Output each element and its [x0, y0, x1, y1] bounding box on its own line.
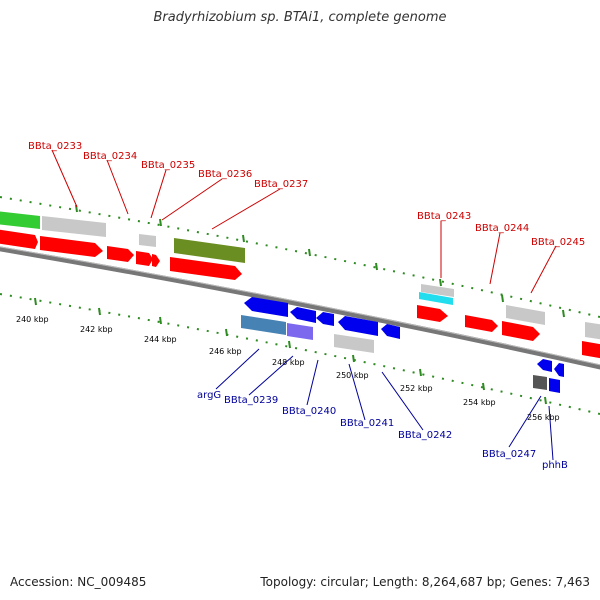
- scale-242kbp: 242 kbp: [80, 325, 113, 334]
- genome-backbone: [0, 246, 600, 370]
- label-bbta-0240: BBta_0240: [282, 406, 336, 417]
- label-bbta-0233: BBta_0233: [28, 141, 82, 152]
- scale-248kbp: 248 kbp: [272, 358, 305, 367]
- label-bbta-0245: BBta_0245: [531, 237, 585, 248]
- genome-backbone-highlight: [0, 246, 600, 366]
- gene-phhb-lower[interactable]: [549, 378, 560, 393]
- gene-bbta-0239-blue[interactable]: [290, 307, 316, 323]
- gene-bbta-0247-dark[interactable]: [533, 375, 547, 390]
- reverse-leader-lines: [215, 348, 554, 461]
- scale-246kbp: 246 kbp: [209, 347, 242, 356]
- label-bbta-0239: BBta_0239: [224, 395, 278, 406]
- gene-red-small-3[interactable]: [152, 254, 160, 267]
- forward-leader-lines: [51, 149, 557, 294]
- gene-bbta-0240-purple[interactable]: [287, 323, 313, 340]
- gene-green-upper[interactable]: [0, 211, 40, 229]
- gene-argg-blue[interactable]: [244, 297, 288, 317]
- gene-bbta-0243-red[interactable]: [417, 305, 448, 322]
- gene-bbta-0243-cyan[interactable]: [419, 292, 453, 305]
- label-bbta-0234: BBta_0234: [83, 151, 137, 162]
- gene-bbta-0240-blue-small[interactable]: [316, 312, 334, 326]
- map-title: Bradyrhizobium sp. BTAi1, complete genom…: [153, 10, 447, 25]
- gene-bbta-0237-olive[interactable]: [174, 238, 245, 263]
- label-bbta-0236: BBta_0236: [198, 169, 252, 180]
- genome-summary-text: Topology: circular; Length: 8,264,687 bp…: [260, 575, 590, 589]
- gene-bbta-0247-blue-1[interactable]: [537, 359, 552, 372]
- lower-major-ticks: [34, 297, 547, 405]
- gene-bbta-0245-grey[interactable]: [506, 305, 545, 325]
- gene-red-small-2[interactable]: [136, 251, 153, 266]
- label-bbta-0243: BBta_0243: [417, 211, 471, 222]
- gene-bbta-0235[interactable]: [139, 234, 156, 247]
- label-bbta-0247: BBta_0247: [482, 449, 536, 460]
- gene-phhb-blue[interactable]: [554, 363, 564, 377]
- upper-major-ticks: [75, 204, 565, 318]
- upper-tick-ring: [0, 196, 600, 318]
- scale-244kbp: 244 kbp: [144, 335, 177, 344]
- gene-bbta-0243-grey[interactable]: [421, 284, 454, 297]
- gene-right-grey[interactable]: [585, 322, 600, 340]
- gene-bbta-0241-blue[interactable]: [338, 316, 378, 336]
- label-bbta-0244: BBta_0244: [475, 223, 529, 234]
- accession-text: Accession: NC_009485: [10, 575, 147, 589]
- gene-bbta-0233-red[interactable]: [0, 229, 38, 249]
- gene-bbta-0244-red[interactable]: [465, 315, 498, 332]
- gene-bbta-0241-grey[interactable]: [334, 334, 374, 353]
- label-bbta-0242: BBta_0242: [398, 430, 452, 441]
- gene-bbta-0234[interactable]: [42, 216, 106, 237]
- scale-240kbp: 240 kbp: [16, 315, 49, 324]
- label-bbta-0241: BBta_0241: [340, 418, 394, 429]
- gene-bbta-0245-red[interactable]: [502, 321, 540, 341]
- scale-250kbp: 250 kbp: [336, 371, 369, 380]
- label-bbta-0237: BBta_0237: [254, 179, 308, 190]
- gene-bbta-0242-blue[interactable]: [381, 324, 400, 339]
- label-argg: argG: [197, 390, 221, 401]
- gene-red-small-1[interactable]: [107, 246, 134, 262]
- label-bbta-0235: BBta_0235: [141, 160, 195, 171]
- label-phhb: phhB: [542, 460, 568, 471]
- gene-bbta-0237-red[interactable]: [170, 257, 242, 280]
- gene-bbta-0234-red[interactable]: [40, 236, 103, 257]
- scale-256kbp: 256 kbp: [527, 413, 560, 422]
- gene-argg-steel[interactable]: [241, 315, 286, 335]
- scale-254kbp: 254 kbp: [463, 398, 496, 407]
- scale-252kbp: 252 kbp: [400, 384, 433, 393]
- gene-right-red[interactable]: [582, 341, 600, 359]
